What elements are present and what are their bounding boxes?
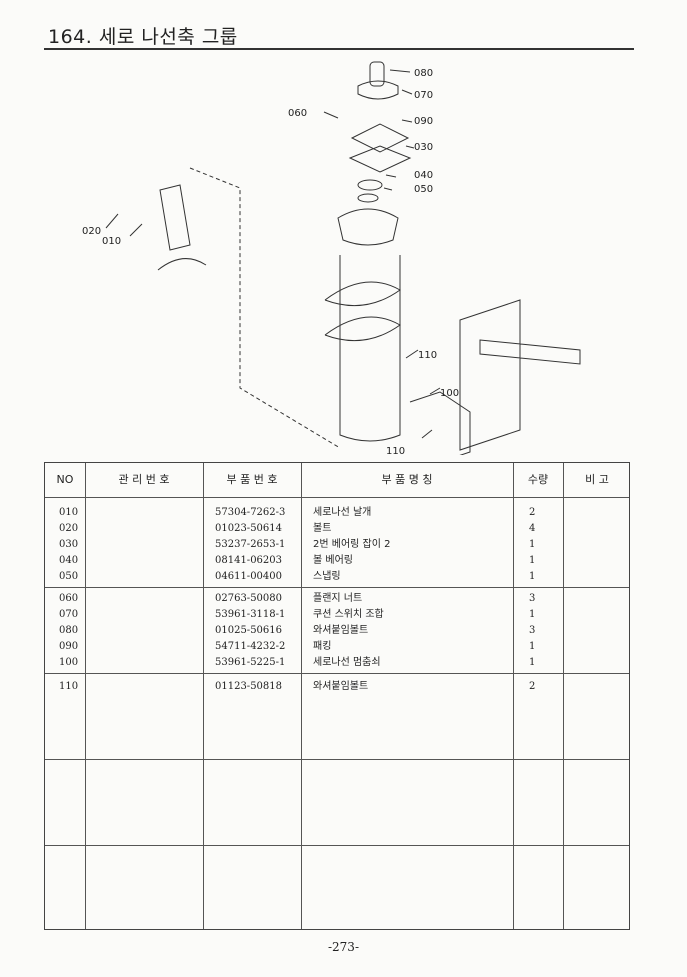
leader-lines xyxy=(105,69,441,439)
row-part-no: 54711-4232-2 xyxy=(215,641,286,652)
row-no: 030 xyxy=(59,539,79,550)
row-no: 100 xyxy=(59,657,79,668)
row-qty: 1 xyxy=(529,641,536,652)
row-name: 볼트 xyxy=(313,523,332,534)
col-divider xyxy=(85,463,86,929)
row-name: 와셔붙임볼트 xyxy=(313,625,369,636)
row-qty: 1 xyxy=(529,571,536,582)
snap-ring-shape xyxy=(357,193,379,203)
flange-shape xyxy=(337,208,399,246)
bearing-shape xyxy=(357,179,383,191)
row-qty: 4 xyxy=(529,523,536,534)
row-name: 쿠션 스위치 조합 xyxy=(313,609,384,620)
row-qty: 1 xyxy=(529,539,536,550)
row-no: 110 xyxy=(59,681,79,692)
callout-060: 060 xyxy=(288,108,307,119)
row-part-no: 01123-50818 xyxy=(215,681,283,692)
small-auger xyxy=(157,184,207,271)
row-qty: 1 xyxy=(529,609,536,620)
callout-070: 070 xyxy=(414,90,433,101)
row-qty: 1 xyxy=(529,555,536,566)
row-no: 060 xyxy=(59,593,79,604)
header-qty: 수량 xyxy=(527,473,549,486)
row-qty: 1 xyxy=(529,657,536,668)
row-name: 2번 베어링 잡이 2 xyxy=(313,539,391,550)
callout-050: 050 xyxy=(414,184,433,195)
row-part-no: 01023-50614 xyxy=(215,523,283,534)
row-no: 010 xyxy=(59,507,79,518)
row-part-no: 57304-7262-3 xyxy=(215,507,286,518)
row-part-no: 01025-50616 xyxy=(215,625,283,636)
row-no: 080 xyxy=(59,625,79,636)
auger-tube xyxy=(339,255,401,442)
row-qty: 2 xyxy=(529,681,536,692)
parts-table: NO 관 리 번 호 부 품 번 호 부 품 명 칭 수량 비 고 010 57… xyxy=(44,462,630,930)
row-qty: 2 xyxy=(529,507,536,518)
page-number: -273- xyxy=(327,940,359,954)
exploded-parts-diagram: 080 070 060 090 030 040 050 020 010 110 … xyxy=(82,61,581,455)
row-name: 스냅링 xyxy=(313,571,341,582)
header-name: 부 품 명 칭 xyxy=(381,473,433,486)
dashed-guide xyxy=(189,167,341,449)
bearing-holder-shape xyxy=(348,145,412,173)
row-no: 090 xyxy=(59,641,79,652)
switch-cylinder xyxy=(369,61,385,87)
col-divider xyxy=(563,463,564,929)
callout-040: 040 xyxy=(414,170,433,181)
group-rule xyxy=(45,673,629,674)
callout-080: 080 xyxy=(414,68,433,79)
row-name: 세로나선 날개 xyxy=(313,507,372,518)
row-name: 볼 베어링 xyxy=(313,555,353,566)
row-name: 패킹 xyxy=(313,641,332,652)
header-part-no: 부 품 번 호 xyxy=(226,473,278,486)
bracket-100 xyxy=(409,391,471,455)
row-qty: 3 xyxy=(529,625,536,636)
row-no: 050 xyxy=(59,571,79,582)
row-part-no: 02763-50080 xyxy=(215,593,283,604)
row-part-no: 04611-00400 xyxy=(215,571,283,582)
callout-110-lower: 110 xyxy=(386,446,405,455)
frame-shape xyxy=(459,299,581,451)
title-rule xyxy=(44,48,634,50)
row-no: 040 xyxy=(59,555,79,566)
callout-010: 010 xyxy=(102,236,121,247)
plate-shape xyxy=(350,123,410,153)
callout-020: 020 xyxy=(82,226,101,237)
row-no: 020 xyxy=(59,523,79,534)
header-remarks: 비 고 xyxy=(585,473,609,486)
callout-110-upper: 110 xyxy=(418,350,437,361)
group-rule xyxy=(45,587,629,588)
row-part-no: 53237-2653-1 xyxy=(215,539,286,550)
col-divider xyxy=(203,463,204,929)
row-name: 플랜지 너트 xyxy=(313,593,363,604)
col-divider xyxy=(513,463,514,929)
callout-100: 100 xyxy=(440,388,459,399)
row-part-no: 08141-06203 xyxy=(215,555,283,566)
row-part-no: 53961-5225-1 xyxy=(215,657,286,668)
row-name: 세로나선 멈춤쇠 xyxy=(313,657,381,668)
group-rule xyxy=(45,759,629,760)
row-part-no: 53961-3118-1 xyxy=(215,609,286,620)
cushion-switch-shape xyxy=(357,80,399,100)
row-name: 와셔붙임볼트 xyxy=(313,681,369,692)
page-title: 164. 세로 나선축 그룹 xyxy=(48,26,238,48)
col-divider xyxy=(301,463,302,929)
group-rule xyxy=(45,845,629,846)
auger-flight xyxy=(324,281,401,342)
header-mgmt: 관 리 번 호 xyxy=(118,473,170,486)
row-no: 070 xyxy=(59,609,79,620)
header-rule xyxy=(45,497,629,498)
callout-090: 090 xyxy=(414,116,433,127)
callout-030: 030 xyxy=(414,142,433,153)
row-qty: 3 xyxy=(529,593,536,604)
header-no: NO xyxy=(56,473,74,486)
